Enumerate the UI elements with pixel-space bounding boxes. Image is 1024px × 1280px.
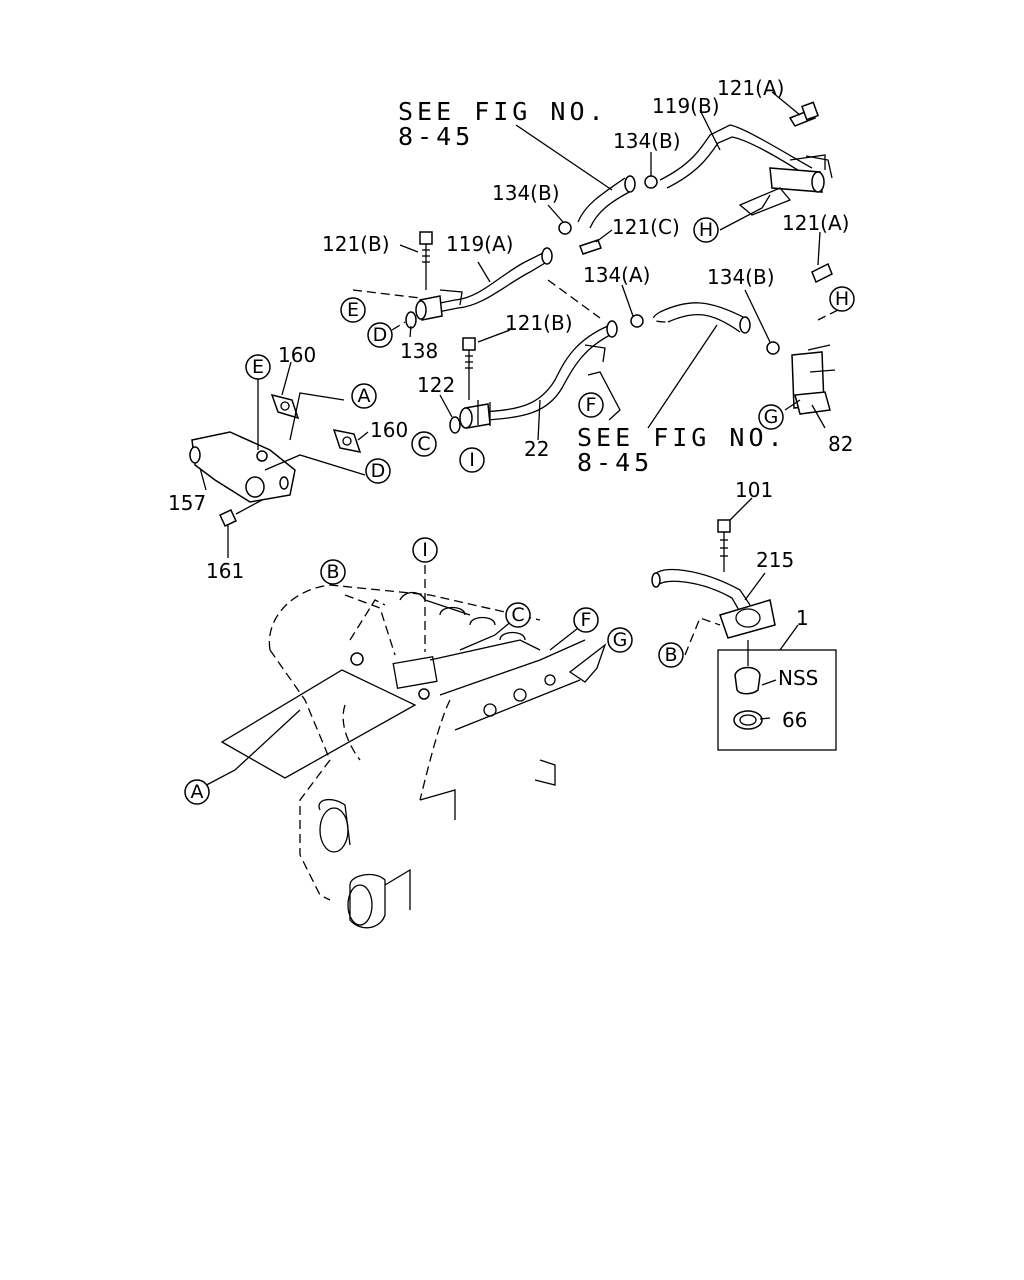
callout-d-left: D (371, 460, 386, 482)
callout-d: D (373, 324, 388, 346)
label-22: 22 (524, 437, 549, 461)
callout-g-top-circle (758, 404, 784, 430)
label-160-top: 160 (278, 343, 316, 367)
callout-h-top: H (699, 219, 713, 241)
bolt-101 (717, 519, 731, 572)
label-119a: 119(A) (446, 232, 513, 256)
clamp-134b-right (766, 341, 780, 355)
pipe-119a (415, 247, 553, 321)
callout-b-thermo: B (664, 644, 677, 666)
label-1: 1 (796, 606, 809, 630)
label-121a-top: 121(A) (717, 76, 784, 100)
label-121b-mid: 121(B) (505, 311, 573, 335)
callout-f-top-circle (578, 392, 604, 418)
pipe-22 (459, 320, 618, 429)
label-121a-right: 121(A) (782, 211, 849, 235)
callout-e-left: E (252, 356, 264, 378)
pipe-82 (791, 344, 836, 415)
callout-f-engine: F (581, 609, 592, 631)
callout-a-top: A (358, 385, 371, 407)
bolt-121c (579, 239, 602, 255)
label-134a: 134(A) (583, 263, 650, 287)
callout-g-top: G (764, 406, 779, 428)
callout-e-left-circle (245, 354, 271, 380)
gasket-66 (733, 710, 763, 730)
thermostat-kit-box (717, 649, 837, 751)
bolt-121a-right (811, 262, 833, 284)
leader-lines (196, 91, 839, 791)
callout-a-top-circle (351, 383, 377, 409)
callout-i-top: I (469, 449, 475, 471)
callout-f-engine-circle (573, 607, 599, 633)
label-121c: 121(C) (612, 215, 680, 239)
gasket-160-mid (332, 429, 362, 453)
pipe-119b (659, 124, 826, 216)
o-ring-122 (449, 416, 461, 434)
label-157: 157 (168, 491, 206, 515)
see-fig-top-line2: 8-45 (398, 122, 474, 151)
label-nss: NSS (778, 666, 818, 690)
callout-d-left-circle (365, 458, 391, 484)
callout-c-top-circle (411, 431, 437, 457)
label-122: 122 (417, 373, 455, 397)
gasket-160-top (270, 393, 300, 420)
callout-b-engine-circle (320, 559, 346, 585)
callout-h-right: H (835, 288, 849, 310)
see-fig-top-line1: SEE FIG NO. (398, 97, 608, 126)
label-119b: 119(B) (652, 94, 720, 118)
callout-a-engine: A (191, 781, 204, 803)
label-121b-left: 121(B) (322, 232, 390, 256)
callout-f-top: F (586, 394, 597, 416)
callout-b-thermo-circle (658, 642, 684, 668)
see-fig-mid-line2: 8-45 (577, 448, 653, 477)
label-161: 161 (206, 559, 244, 583)
o-ring-138 (405, 311, 417, 329)
label-134b-top: 134(B) (613, 129, 681, 153)
callout-i-engine: I (422, 539, 428, 561)
bolt-121b-left (419, 231, 433, 290)
thermostat (734, 640, 761, 695)
see-fig-mid-line1: SEE FIG NO. (577, 423, 787, 452)
callout-e: E (347, 299, 359, 321)
label-160-mid: 160 (370, 418, 408, 442)
label-138: 138 (400, 339, 438, 363)
callout-letters: H H E D E A C I D F G B I C F G B (184, 217, 855, 805)
callout-i-engine-circle (412, 537, 438, 563)
bolt-161 (219, 499, 263, 527)
callout-c-top: C (417, 433, 430, 455)
label-134b-right: 134(B) (707, 265, 775, 289)
label-134b-mid: 134(B) (492, 181, 560, 205)
callout-g-engine-circle (607, 627, 633, 653)
callout-h-right-circle (829, 286, 855, 312)
bolt-121a-top (788, 101, 819, 127)
hose-to-8-45-top (577, 175, 636, 229)
clamp-134b-top (558, 175, 658, 235)
clamp-134a (630, 314, 644, 328)
engine-block (268, 584, 586, 929)
callout-g-engine: G (613, 629, 628, 651)
callout-c-engine-circle (505, 602, 531, 628)
callout-h-top-circle (693, 217, 719, 243)
label-101: 101 (735, 478, 773, 502)
label-66: 66 (782, 708, 807, 732)
label-215: 215 (756, 548, 794, 572)
part-number-labels: SEE FIG NO. 8-45 SEE FIG NO. 8-45 121(A)… (168, 76, 853, 732)
callout-d-circle (367, 322, 393, 348)
callout-b-engine: B (326, 561, 339, 583)
label-82: 82 (828, 432, 853, 456)
callout-a-engine-circle (184, 779, 210, 805)
thermostat-housing-215 (651, 568, 776, 639)
water-outlet-157 (189, 431, 296, 503)
hose-to-8-45-mid (652, 302, 751, 334)
callout-c-engine: C (511, 604, 524, 626)
callout-i-top-circle (459, 447, 485, 473)
bolt-121b-mid (462, 337, 476, 400)
callout-e-circle (340, 297, 366, 323)
